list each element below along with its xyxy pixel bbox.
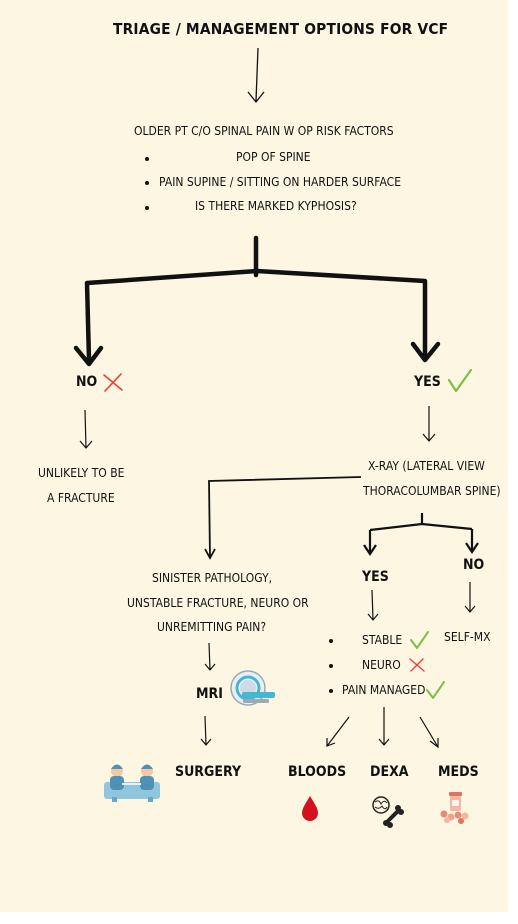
check-icon xyxy=(447,368,473,393)
arrow-mri-to-surgery xyxy=(204,715,207,746)
branch-no-label: NO xyxy=(76,374,98,390)
arrowhead-xray-yes xyxy=(363,544,377,556)
arrowhead-no-to-selfmx xyxy=(464,605,476,613)
big-arrowhead-no xyxy=(73,345,104,367)
arrow-to-meds xyxy=(419,716,439,748)
mri-label: MRI xyxy=(196,686,223,702)
big-arrowhead-yes xyxy=(410,341,441,363)
arrow-yes-to-checklist xyxy=(371,589,374,621)
pain-managed-check-icon xyxy=(426,681,445,699)
connector-xray-to-sinister xyxy=(208,476,362,559)
sinister-line-2: UNSTABLE FRACTURE, NEURO OR xyxy=(127,596,309,610)
treatment-meds: MEDS xyxy=(438,764,479,780)
connector-xray-split xyxy=(368,513,474,552)
bullet xyxy=(145,206,149,210)
treatment-dexa: DEXA xyxy=(370,764,409,780)
arrowhead-no-to-unlikely xyxy=(79,440,93,449)
medicine-icon xyxy=(440,792,469,824)
bullet xyxy=(329,689,333,693)
surgery-label: SURGERY xyxy=(175,764,242,780)
flowchart-canvas: TRIAGE / MANAGEMENT OPTIONS FOR VCF OLDE… xyxy=(0,0,508,912)
check-neuro: NEURO xyxy=(362,658,401,672)
arrow-no-to-unlikely xyxy=(84,409,87,449)
main-split-connector xyxy=(84,235,428,363)
bullet xyxy=(329,664,333,668)
intro-bullet-2: PAIN SUPINE / SITTING ON HARDER SURFACE xyxy=(159,175,402,189)
arrowhead-sinister xyxy=(204,548,216,560)
arrowhead-sinister-to-mri xyxy=(204,663,216,671)
cross-icon xyxy=(103,373,123,392)
arrowhead-yes-to-checklist xyxy=(367,613,379,621)
neuro-cross-icon xyxy=(409,658,425,672)
page-title: TRIAGE / MANAGEMENT OPTIONS FOR VCF xyxy=(113,20,449,38)
xray-line-2: THORACOLUMBAR SPINE) xyxy=(363,484,501,498)
arrowhead-mri-to-surgery xyxy=(200,738,212,746)
arrowhead-yes-to-xray xyxy=(422,433,436,442)
unlikely-line-2: A FRACTURE xyxy=(47,491,115,505)
xray-no-label: NO xyxy=(463,557,485,573)
check-stable: STABLE xyxy=(362,633,403,647)
brain-bone-icon xyxy=(372,796,404,828)
unlikely-line-1: UNLIKELY TO BE xyxy=(38,466,125,480)
intro-heading: OLDER PT C/O SPINAL PAIN W OP RISK FACTO… xyxy=(134,124,394,138)
mri-scanner-icon xyxy=(230,670,275,706)
bullet xyxy=(329,639,333,643)
stable-check-icon xyxy=(410,631,429,649)
bullet xyxy=(145,157,149,161)
arrow-title-to-intro xyxy=(255,47,259,102)
check-pain-managed: PAIN MANAGED xyxy=(342,683,426,697)
arrowhead-to-dexa xyxy=(378,738,390,746)
flowchart-connectors xyxy=(73,47,479,828)
intro-bullet-1: POP OF SPINE xyxy=(236,150,311,164)
treatment-bloods: BLOODS xyxy=(288,764,347,780)
arrow-to-bloods xyxy=(326,716,350,747)
branch-yes-label: YES xyxy=(414,374,441,390)
sinister-line-1: SINISTER PATHOLOGY, xyxy=(152,571,273,585)
arrowhead-xray-no xyxy=(465,542,479,554)
surgeons-icon xyxy=(104,764,160,802)
intro-bullet-3: IS THERE MARKED KYPHOSIS? xyxy=(195,199,357,213)
arrow-sinister-to-mri xyxy=(208,642,211,671)
self-mx-label: SELF-MX xyxy=(444,630,491,644)
blood-drop-icon xyxy=(302,796,318,821)
bullet xyxy=(145,181,149,185)
xray-yes-label: YES xyxy=(362,569,389,585)
xray-line-1: X-RAY (LATERAL VIEW xyxy=(368,459,485,473)
arrowhead-title-to-intro xyxy=(247,91,265,104)
sinister-line-3: UNREMITTING PAIN? xyxy=(157,620,267,634)
arrowhead-to-bloods xyxy=(326,738,336,747)
arrowhead-to-meds xyxy=(429,738,439,749)
